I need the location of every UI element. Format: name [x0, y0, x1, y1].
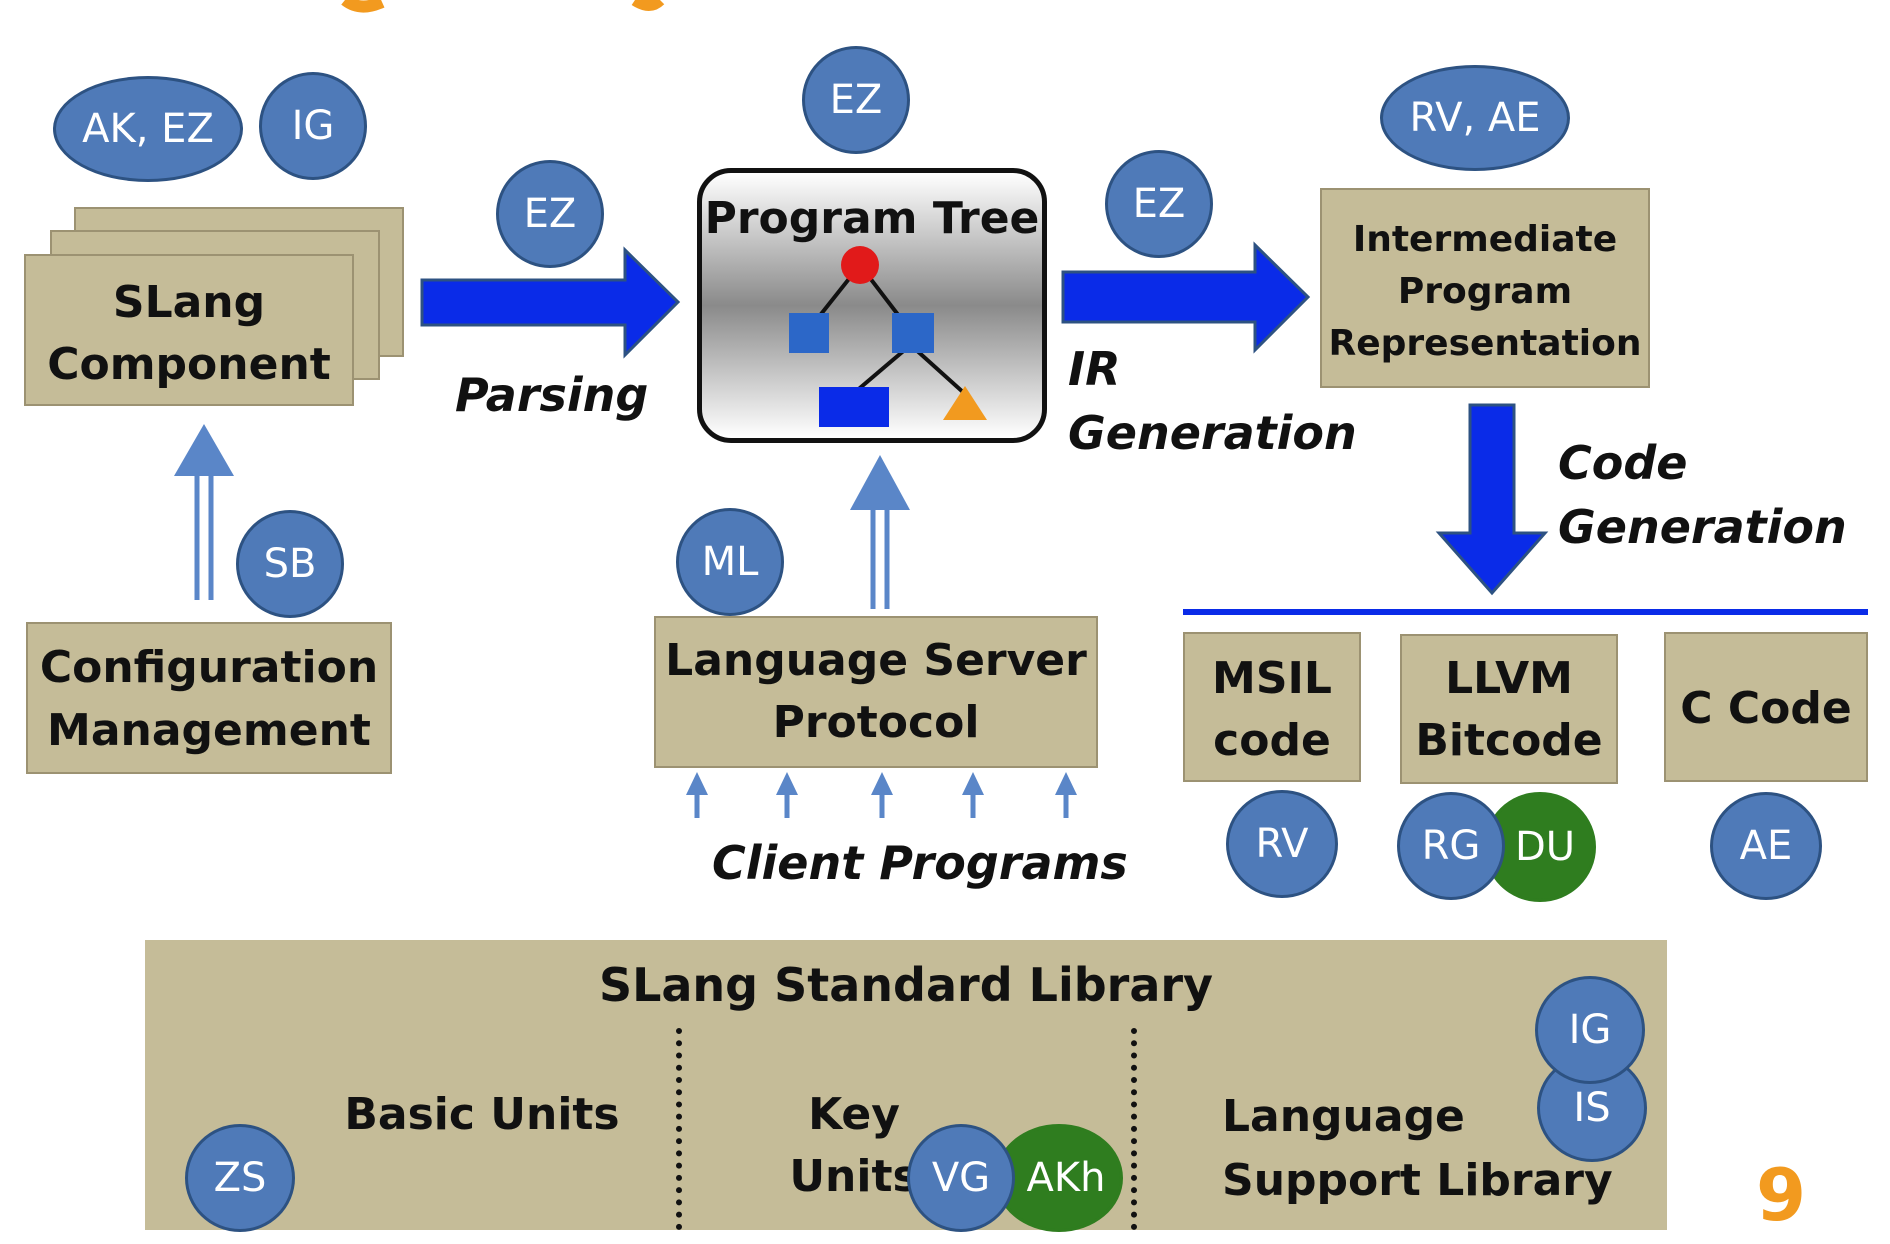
page-number: 9: [1756, 1153, 1807, 1237]
title-fragment-right: [631, 0, 665, 11]
ir-box-line2: Program: [1397, 271, 1573, 312]
stdlib-divider-right: [1131, 1028, 1137, 1230]
owner-ellipse-ak-ez: AK, EZ: [53, 76, 243, 182]
slang-component-line1: SLang: [112, 277, 266, 328]
ir-box-line1: Intermediate: [1352, 219, 1618, 260]
owner-label: ML: [701, 539, 759, 585]
ir-generation-label-line1: IR: [1068, 342, 1121, 396]
lsp-to-tree-arrow: [850, 455, 910, 609]
msil-line2: code: [1213, 715, 1331, 766]
owner-label: EZ: [523, 191, 577, 237]
tree-leaf-rect: [819, 387, 889, 427]
owner-ellipse-rg: RG: [1397, 792, 1505, 900]
client-arrows: [686, 772, 1077, 818]
basic-units-label: Basic Units: [344, 1089, 620, 1140]
owner-ellipse-ig-stdlib: IG: [1535, 976, 1645, 1084]
code-generation-label-line1: Code: [1558, 436, 1688, 490]
ir-generation-label-line2: Generation: [1068, 406, 1357, 460]
owner-ellipse-rv-ae: RV, AE: [1380, 65, 1570, 171]
lsp-line1: Language Server: [665, 635, 1087, 686]
config-to-component-arrow: [174, 424, 234, 600]
owner-label: RV, AE: [1409, 95, 1541, 141]
parsing-label: Parsing: [455, 368, 649, 422]
owner-ellipse-rv: RV: [1226, 790, 1338, 898]
client-arrow: [962, 772, 984, 818]
owner-label: AK, EZ: [82, 106, 214, 152]
owner-ellipse-ae: AE: [1710, 792, 1822, 900]
title-fragment-left: [341, 0, 385, 13]
client-programs-label: Client Programs: [712, 836, 1128, 890]
language-support-line2: Support Library: [1222, 1155, 1613, 1206]
owner-label: RV: [1255, 821, 1309, 867]
slang-component-box: SLang Component: [24, 254, 354, 406]
owner-ellipse-zs: ZS: [185, 1124, 295, 1232]
tree-left-node: [789, 313, 829, 353]
config-line2: Management: [47, 705, 371, 756]
owner-ellipse-ir-ez: EZ: [1105, 150, 1213, 258]
key-units-label: Key Units: [789, 1089, 919, 1202]
tree-right-node: [892, 313, 934, 353]
owner-label: DU: [1514, 824, 1576, 870]
program-tree-box: Program Tree: [697, 168, 1047, 443]
tree-leaf-triangle: [943, 386, 987, 420]
language-server-protocol-box: Language Server Protocol: [654, 616, 1098, 768]
configuration-management-box: Configuration Management: [26, 622, 392, 774]
config-line1: Configuration: [39, 642, 379, 693]
owner-label: EZ: [829, 77, 883, 123]
owner-ellipse-ig: IG: [259, 72, 367, 180]
owner-label: EZ: [1132, 181, 1186, 227]
owner-label: SB: [263, 541, 317, 587]
owner-label: RG: [1421, 823, 1481, 869]
program-tree-title: Program Tree: [704, 193, 1040, 244]
owner-ellipse-parsing-ez: EZ: [496, 160, 604, 268]
owner-label: ZS: [213, 1155, 267, 1201]
owner-ellipse-ml: ML: [676, 508, 784, 616]
stdlib-divider-left: [676, 1028, 682, 1230]
client-arrow: [871, 772, 893, 818]
owner-ellipse-akh: AKh: [995, 1124, 1123, 1232]
msil-code-box: MSIL code: [1183, 632, 1361, 782]
owner-label: AKh: [1026, 1155, 1106, 1201]
code-generation-label-line2: Generation: [1558, 500, 1847, 554]
language-support-line1: Language: [1222, 1091, 1465, 1142]
ir-generation-arrow: [1061, 241, 1311, 354]
ir-box-line3: Representation: [1328, 323, 1642, 364]
tree-graphic: [789, 246, 987, 427]
slang-component-line2: Component: [47, 339, 331, 390]
llvm-line2: Bitcode: [1415, 715, 1603, 766]
stdlib-title: SLang Standard Library: [598, 958, 1214, 1012]
client-arrow: [1055, 772, 1077, 818]
owner-label: IG: [1568, 1007, 1612, 1053]
msil-line1: MSIL: [1212, 653, 1332, 704]
llvm-bitcode-box: LLVM Bitcode: [1400, 634, 1618, 784]
tree-root-node: [841, 246, 879, 284]
owner-ellipse-tree-ez: EZ: [802, 46, 910, 154]
owner-label: IG: [291, 103, 335, 149]
owner-label: VG: [931, 1155, 991, 1201]
client-arrow: [776, 772, 798, 818]
intermediate-representation-box: Intermediate Program Representation: [1320, 188, 1650, 388]
llvm-line1: LLVM: [1445, 653, 1573, 704]
code-generation-arrow: [1435, 403, 1549, 596]
owner-label: AE: [1739, 823, 1793, 869]
lsp-line2: Protocol: [772, 697, 980, 748]
owner-ellipse-sb: SB: [236, 510, 344, 618]
c-code-box: C Code: [1664, 632, 1868, 782]
owner-ellipse-vg: VG: [907, 1124, 1015, 1232]
owner-label: IS: [1573, 1085, 1611, 1131]
standard-library-box: SLang Standard Library: [145, 940, 1667, 1230]
c-code-line1: C Code: [1680, 683, 1852, 734]
client-arrow: [686, 772, 708, 818]
